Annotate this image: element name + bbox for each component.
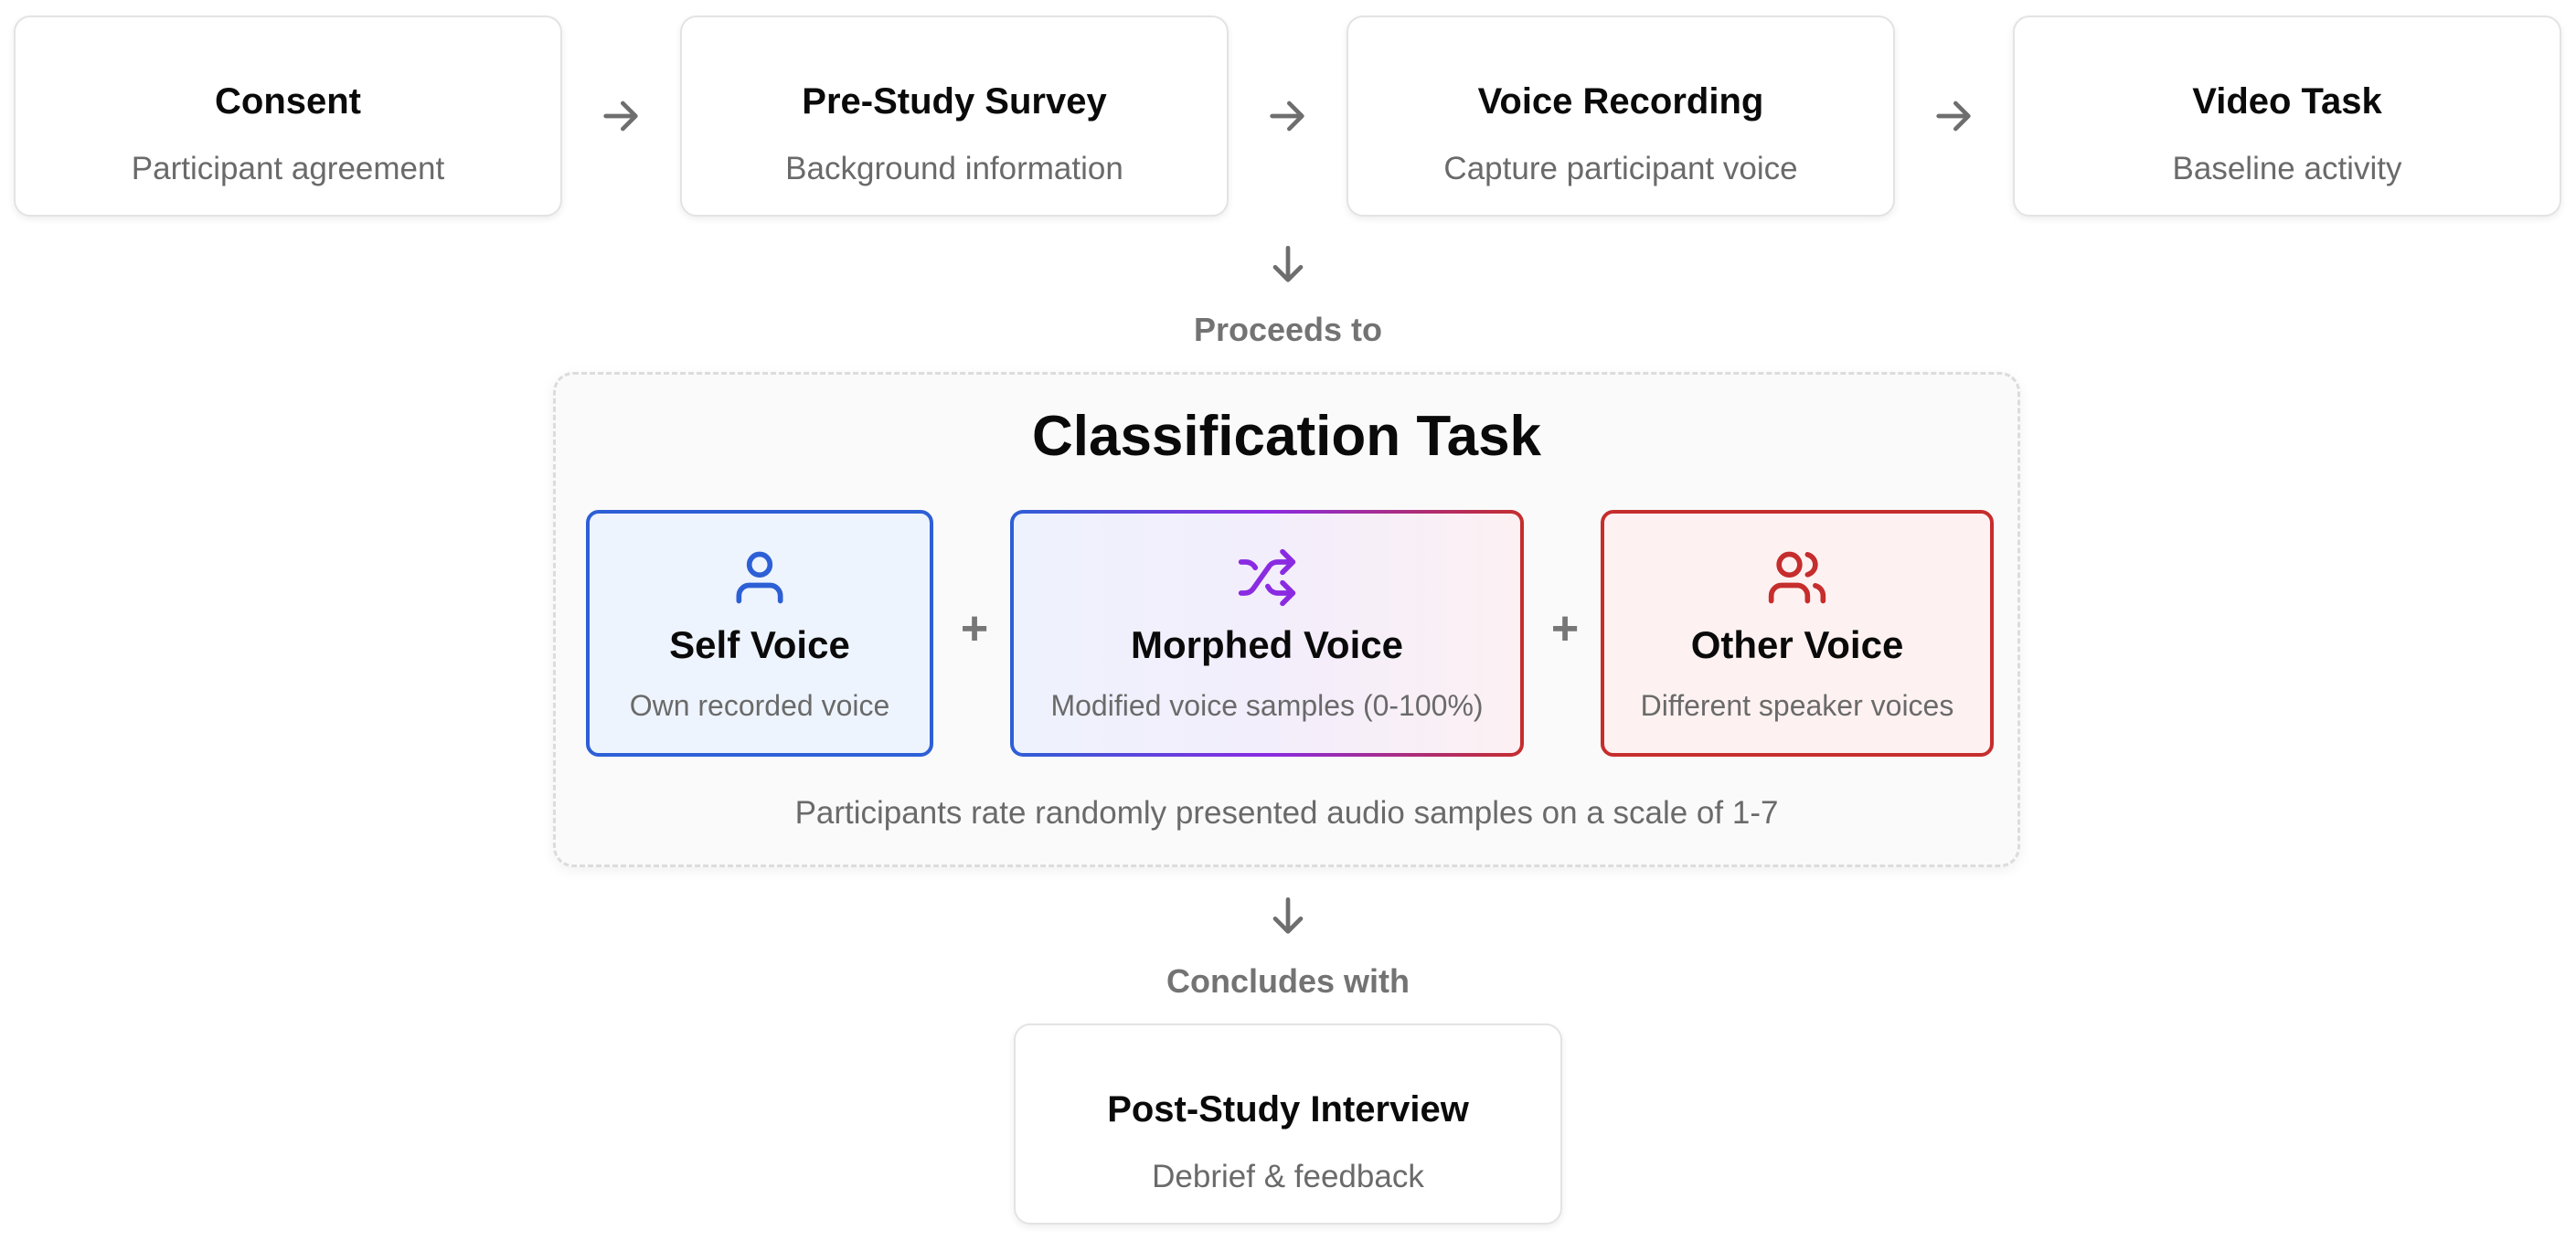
arrow-right-icon <box>595 90 646 142</box>
voice-subtitle: Different speaker voices <box>1640 689 1954 722</box>
step-subtitle: Capture participant voice <box>1443 151 1798 186</box>
step-video-task: Video Task Baseline activity <box>2013 16 2561 217</box>
voice-subtitle: Own recorded voice <box>629 689 890 722</box>
shuffle-icon <box>1236 546 1298 609</box>
rating-note: Participants rate randomly presented aud… <box>794 795 1779 831</box>
step-subtitle: Background information <box>785 151 1123 186</box>
step-title: Pre-Study Survey <box>802 81 1107 122</box>
classification-task-panel: Classification Task Self Voice Own recor… <box>553 372 2020 867</box>
step-title: Video Task <box>2192 81 2382 122</box>
step-title: Post-Study Interview <box>1107 1089 1469 1130</box>
step-subtitle: Debrief & feedback <box>1152 1159 1424 1194</box>
step-consent: Consent Participant agreement <box>14 16 562 217</box>
panel-title: Classification Task <box>1031 405 1542 468</box>
connector-label-concludes: Concludes with <box>1166 962 1410 1000</box>
users-icon <box>1766 546 1828 609</box>
self-voice-card: Self Voice Own recorded voice <box>586 510 933 757</box>
arrow-down-icon <box>1262 891 1314 942</box>
step-subtitle: Participant agreement <box>131 151 445 186</box>
arrow-right-icon <box>1928 90 1979 142</box>
arrow-right-icon <box>1261 90 1313 142</box>
step-post-study-interview: Post-Study Interview Debrief & feedback <box>1014 1024 1562 1225</box>
step-voice-recording: Voice Recording Capture participant voic… <box>1347 16 1895 217</box>
arrow-down-icon <box>1262 239 1314 291</box>
step-pre-study-survey: Pre-Study Survey Background information <box>680 16 1229 217</box>
plus-sign: + <box>960 602 989 655</box>
step-title: Voice Recording <box>1477 81 1764 122</box>
plus-sign: + <box>1550 602 1580 655</box>
voice-title: Other Voice <box>1690 623 1904 666</box>
morphed-voice-card: Morphed Voice Modified voice samples (0-… <box>1010 510 1524 757</box>
step-subtitle: Baseline activity <box>2172 151 2402 186</box>
voice-title: Self Voice <box>669 623 850 666</box>
connector-label-proceeds: Proceeds to <box>1193 311 1383 348</box>
user-icon <box>729 546 791 609</box>
other-voice-card: Other Voice Different speaker voices <box>1601 510 1994 757</box>
step-title: Consent <box>215 81 361 122</box>
voice-title: Morphed Voice <box>1131 623 1403 666</box>
voice-subtitle: Modified voice samples (0-100%) <box>1050 689 1484 722</box>
